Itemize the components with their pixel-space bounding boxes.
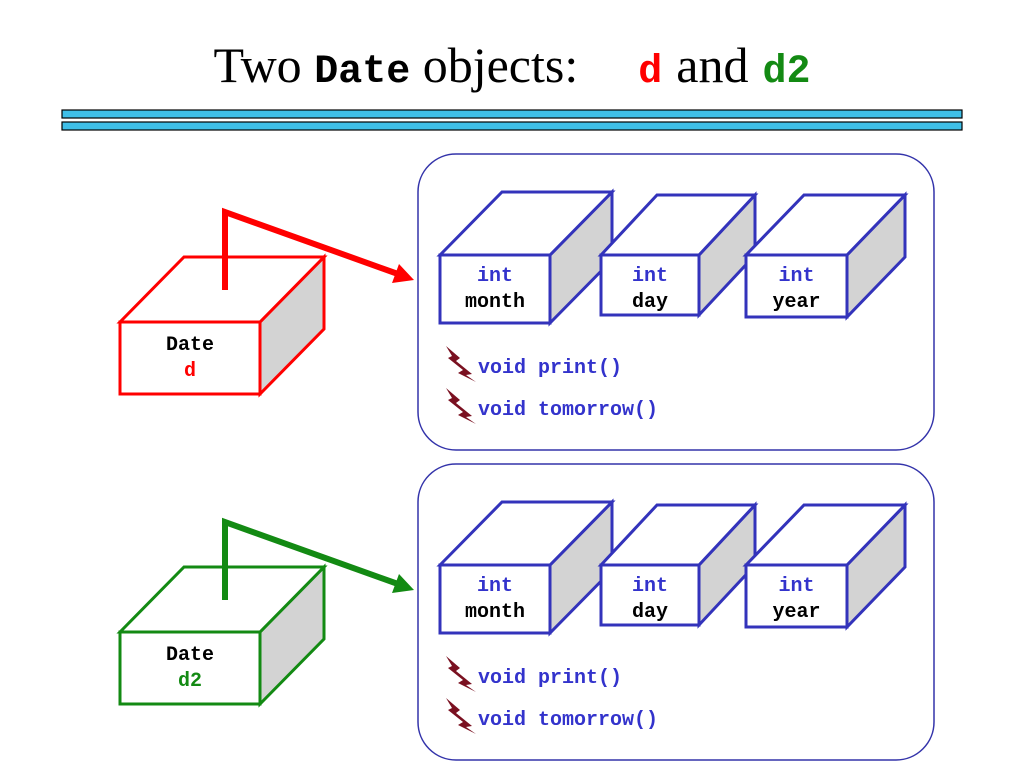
- title-var-d: d: [638, 50, 662, 95]
- reference-type-label: Date: [166, 644, 214, 667]
- lightning-bolt-icon: [446, 346, 476, 382]
- field-box-day: int day: [597, 501, 759, 629]
- title-middle: objects:: [410, 37, 578, 93]
- field-box-year: int year: [742, 191, 909, 321]
- field-type-label: int: [632, 575, 668, 598]
- reference-arrow-head: [392, 264, 414, 283]
- reference-arrow-head: [392, 574, 414, 593]
- method-item: void tomorrow(): [446, 698, 658, 734]
- field-type-label: int: [477, 575, 513, 598]
- field-name-label: month: [465, 601, 525, 624]
- field-box-front: [744, 253, 849, 319]
- object-diagram-2: Date d2 int month int day int year void print() v…: [116, 463, 935, 761]
- object-diagram-1: Date d int month int day int year void print() vo…: [116, 153, 935, 451]
- field-name-label: month: [465, 291, 525, 314]
- field-box-year: int year: [742, 501, 909, 631]
- field-box-front: [438, 253, 552, 325]
- title-prefix: Two: [214, 37, 315, 93]
- title-class-name: Date: [314, 50, 410, 95]
- reference-name-label: d: [184, 360, 196, 383]
- reference-variable-box: Date d2: [116, 563, 328, 708]
- reference-name-label: d2: [178, 670, 202, 693]
- title-rule: [61, 109, 963, 131]
- field-type-label: int: [778, 265, 814, 288]
- field-box-month: int month: [436, 188, 616, 327]
- reference-arrow-line: [222, 207, 400, 290]
- method-item: void print(): [446, 656, 622, 692]
- reference-arrow: [222, 517, 414, 600]
- field-name-label: year: [772, 291, 820, 314]
- reference-box-front: [118, 630, 262, 706]
- field-box-front: [599, 253, 701, 317]
- method-item: void tomorrow(): [446, 388, 658, 424]
- field-box-month: int month: [436, 498, 616, 637]
- method-label: void tomorrow(): [478, 709, 658, 732]
- field-box-day: int day: [597, 191, 759, 319]
- field-type-label: int: [477, 265, 513, 288]
- title-var-d2: d2: [762, 50, 810, 95]
- lightning-bolt-icon: [446, 388, 476, 424]
- method-label: void tomorrow(): [478, 399, 658, 422]
- lightning-bolt-icon: [446, 698, 476, 734]
- field-name-label: day: [632, 291, 668, 314]
- method-item: void print(): [446, 346, 622, 382]
- field-type-label: int: [632, 265, 668, 288]
- reference-box-front: [118, 320, 262, 396]
- reference-arrow-line: [222, 517, 400, 600]
- field-box-front: [744, 563, 849, 629]
- method-label: void print(): [478, 357, 622, 380]
- field-name-label: year: [772, 601, 820, 624]
- field-type-label: int: [778, 575, 814, 598]
- field-box-front: [438, 563, 552, 635]
- title-conj: and: [676, 37, 748, 93]
- lightning-bolt-icon: [446, 656, 476, 692]
- field-box-front: [599, 563, 701, 627]
- reference-arrow: [222, 207, 414, 290]
- method-label: void print(): [478, 667, 622, 690]
- field-name-label: day: [632, 601, 668, 624]
- reference-type-label: Date: [166, 334, 214, 357]
